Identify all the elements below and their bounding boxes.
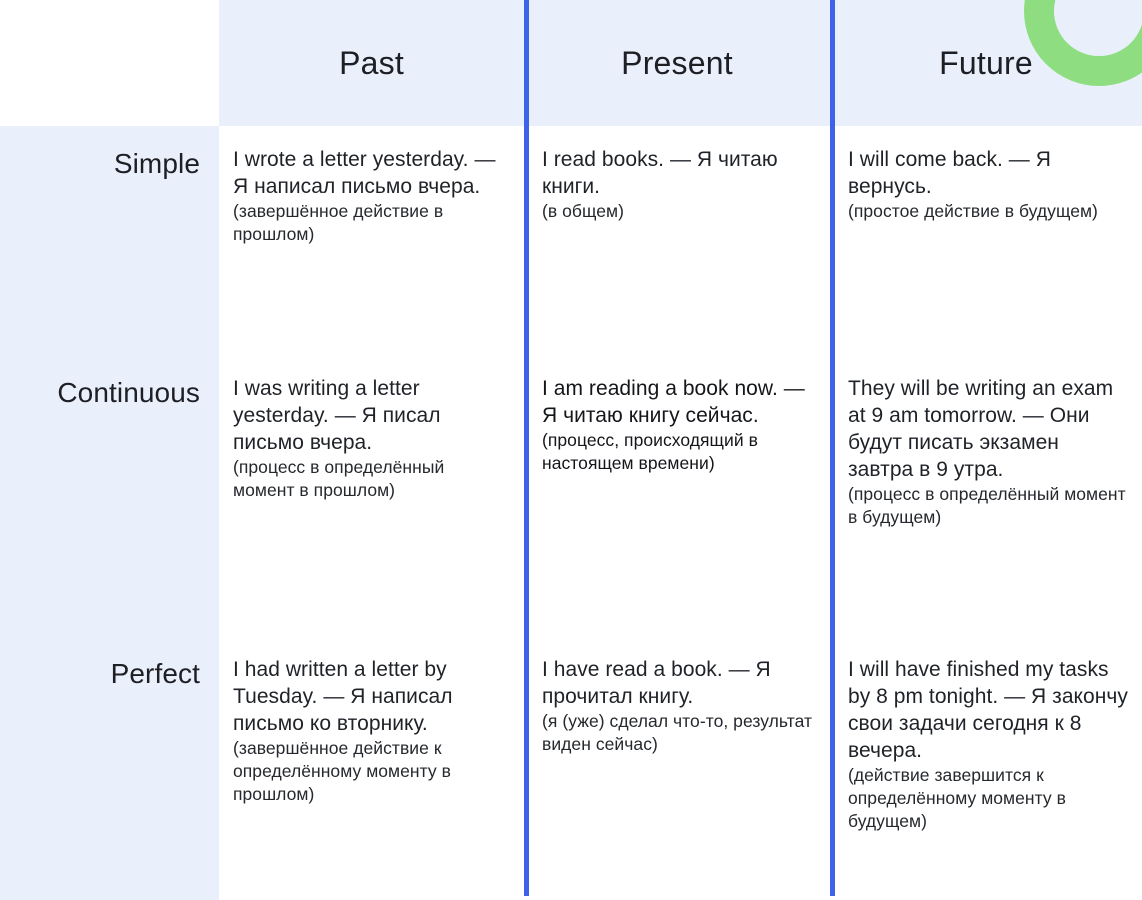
cell-sentence: I was writing a letter yesterday. — Я пи… — [233, 377, 441, 454]
cell-sentence: I am reading a book now. — Я читаю книгу… — [542, 377, 805, 427]
cell-simple-past: I wrote a letter yesterday. — Я написал … — [219, 126, 524, 355]
row-header-perfect: Perfect — [0, 636, 219, 900]
grid-corner-cell — [0, 0, 219, 126]
column-header-past: Past — [219, 0, 524, 126]
cell-note: (я (уже) сделал что-то, результат виден … — [542, 711, 813, 754]
cell-sentence: I will have finished my tasks by 8 pm to… — [848, 658, 1128, 762]
cell-note: (в общем) — [542, 201, 624, 221]
cell-continuous-past: I was writing a letter yesterday. — Я пи… — [219, 355, 524, 636]
column-divider-present-future — [830, 0, 835, 896]
column-divider-past-present — [524, 0, 529, 896]
cell-perfect-future: I will have finished my tasks by 8 pm to… — [830, 636, 1142, 900]
cell-sentence: They will be writing an exam at 9 am tom… — [848, 377, 1114, 481]
cell-sentence: I wrote a letter yesterday. — Я написал … — [233, 148, 496, 198]
cell-continuous-future: They will be writing an exam at 9 am tom… — [830, 355, 1142, 636]
row-header-continuous: Continuous — [0, 355, 219, 636]
column-header-future: Future — [830, 0, 1142, 126]
cell-continuous-present: I am reading a book now. — Я читаю книгу… — [524, 355, 830, 636]
cell-simple-present: I read books. — Я читаю книги. (в общем) — [524, 126, 830, 355]
row-header-simple: Simple — [0, 126, 219, 355]
cell-sentence: I have read a book. — Я прочитал книгу. — [542, 658, 771, 708]
column-header-present: Present — [524, 0, 830, 126]
cell-note: (завершённое действие к определённому мо… — [233, 738, 451, 804]
cell-note: (процесс в определённый момент в будущем… — [848, 484, 1126, 527]
cell-sentence: I had written a letter by Tuesday. — Я н… — [233, 658, 453, 735]
cell-note: (простое действие в будущем) — [848, 201, 1098, 221]
cell-sentence: I will come back. — Я вернусь. — [848, 148, 1051, 198]
cell-note: (действие завершится к определённому мом… — [848, 765, 1066, 831]
cell-note: (процесс, происходящий в настоящем време… — [542, 430, 758, 473]
cell-simple-future: I will come back. — Я вернусь. (простое … — [830, 126, 1142, 355]
cell-perfect-present: I have read a book. — Я прочитал книгу. … — [524, 636, 830, 900]
cell-sentence: I read books. — Я читаю книги. — [542, 148, 778, 198]
cell-perfect-past: I had written a letter by Tuesday. — Я н… — [219, 636, 524, 900]
cell-note: (процесс в определённый момент в прошлом… — [233, 457, 445, 500]
cell-note: (завершённое действие в прошлом) — [233, 201, 444, 244]
